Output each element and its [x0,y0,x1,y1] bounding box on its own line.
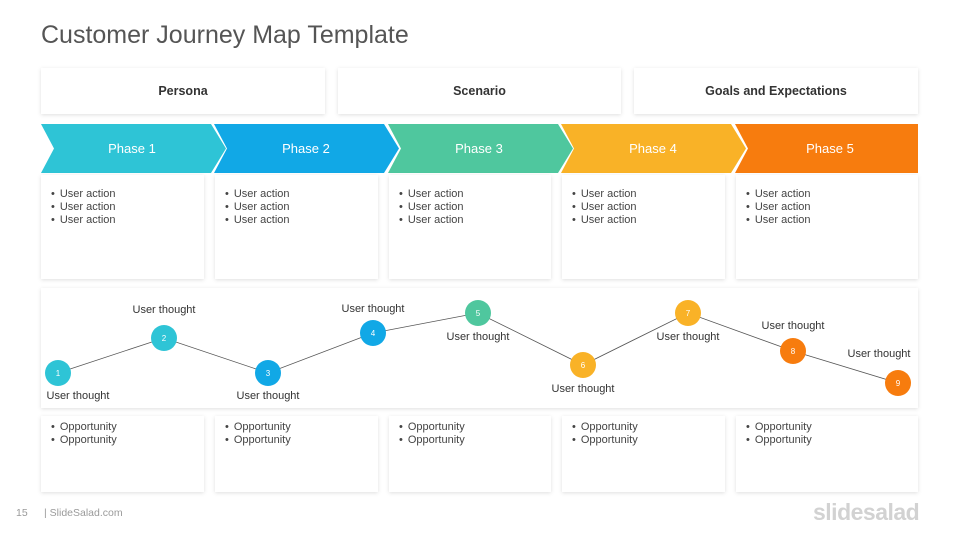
journey-node-5 [465,300,491,326]
action-item: User action [51,188,204,201]
phase-2-chevron [214,124,399,173]
journey-node-3 [255,360,281,386]
journey-node-number: 9 [896,379,901,388]
journey-thought-label: User thought [237,390,300,402]
journey-node-8 [780,338,806,364]
journey-thought-label: User thought [848,348,911,360]
slidesalad-logo: slidesalad [813,499,920,525]
action-item: User action [225,201,378,214]
header-goals: Goals and Expectations [634,68,918,114]
opportunity-item: Opportunity [51,421,204,434]
journey-node-number: 3 [266,369,271,378]
journey-node-9 [885,370,911,396]
action-item: User action [572,201,725,214]
action-item: User action [225,214,378,227]
action-item: User action [746,201,918,214]
opportunity-item: Opportunity [225,421,378,434]
phase-5-label: Phase 5 [806,141,854,156]
opportunity-card-2: Opportunity Opportunity [215,416,378,492]
opportunity-item: Opportunity [225,434,378,447]
action-item: User action [572,214,725,227]
opportunity-card-1: Opportunity Opportunity [41,416,204,492]
phase-2-label: Phase 2 [282,141,330,156]
phase-3-chevron [388,124,573,173]
opportunity-item: Opportunity [572,421,725,434]
opportunity-item: Opportunity [399,434,551,447]
journey-node-number: 7 [686,309,691,318]
actions-card-3: User action User action User action [389,175,551,279]
opportunity-card-3: Opportunity Opportunity [389,416,551,492]
phase-4-chevron [561,124,746,173]
journey-thought-label: User thought [552,383,615,395]
journey-thought-label: User thought [47,390,110,402]
journey-node-1 [45,360,71,386]
journey-node-number: 5 [476,309,481,318]
page-number: 15 [16,507,28,519]
actions-card-1: User action User action User action [41,175,204,279]
opportunity-item: Opportunity [399,421,551,434]
journey-node-4 [360,320,386,346]
journey-node-6 [570,352,596,378]
action-item: User action [225,188,378,201]
journey-thought-label: User thought [133,304,196,316]
actions-card-2: User action User action User action [215,175,378,279]
action-item: User action [746,188,918,201]
journey-thought-label: User thought [342,303,405,315]
action-item: User action [51,214,204,227]
journey-thought-label: User thought [447,331,510,343]
action-item: User action [572,188,725,201]
action-item: User action [399,188,551,201]
opportunity-item: Opportunity [746,434,918,447]
journey-node-number: 6 [581,361,586,370]
action-item: User action [746,214,918,227]
phase-1-chevron [41,124,226,173]
phase-1-label: Phase 1 [108,141,156,156]
opportunity-card-5: Opportunity Opportunity [736,416,918,492]
actions-card-5: User action User action User action [736,175,918,279]
journey-thought-label: User thought [762,320,825,332]
journey-node-number: 1 [56,369,61,378]
footer-site-link[interactable]: | SlideSalad.com [44,507,123,519]
opportunity-item: Opportunity [746,421,918,434]
actions-card-4: User action User action User action [562,175,725,279]
journey-thought-label: User thought [657,331,720,343]
journey-node-number: 2 [162,334,167,343]
journey-node-number: 4 [371,329,376,338]
page-title: Customer Journey Map Template [41,21,409,49]
phase-3-label: Phase 3 [455,141,503,156]
header-scenario: Scenario [338,68,621,114]
opportunity-card-4: Opportunity Opportunity [562,416,725,492]
opportunity-item: Opportunity [572,434,725,447]
header-persona: Persona [41,68,325,114]
journey-node-2 [151,325,177,351]
opportunity-item: Opportunity [51,434,204,447]
action-item: User action [399,201,551,214]
journey-node-7 [675,300,701,326]
phase-4-label: Phase 4 [629,141,677,156]
action-item: User action [399,214,551,227]
journey-node-number: 8 [791,347,796,356]
action-item: User action [51,201,204,214]
phase-5-chevron [735,124,918,173]
